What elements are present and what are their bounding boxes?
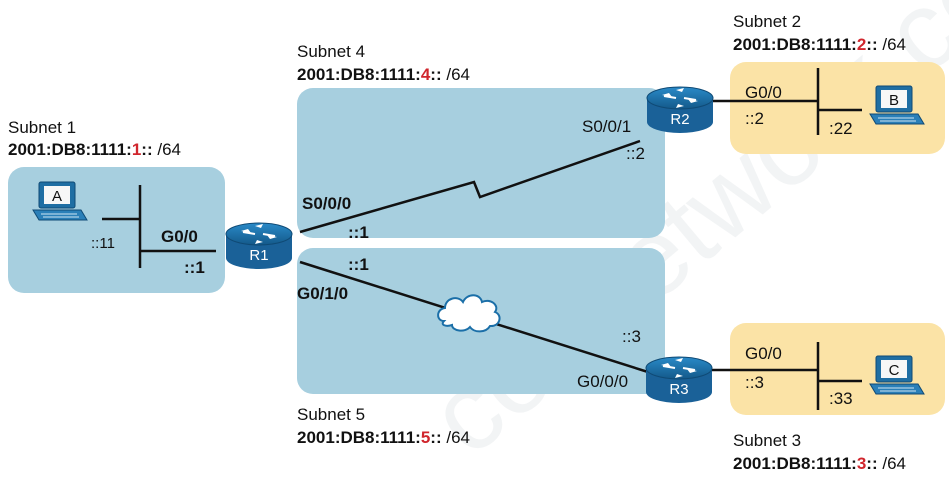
r2-g00-label: G0/0 — [745, 83, 782, 102]
host-a-pc-icon[interactable]: A — [32, 181, 88, 221]
r2-g00-id: ::2 — [745, 109, 764, 128]
subnet1-name: Subnet 1 — [8, 118, 77, 137]
r3-g00-label: G0/0 — [745, 344, 782, 363]
cloud-icon — [437, 294, 501, 333]
r1-s000-id: ::1 — [348, 223, 369, 242]
subnet2-area — [730, 62, 945, 154]
subnet2-prefix: 2001:DB8:1111:2:: /64 — [733, 35, 906, 54]
r3-g000-label: G0/0/0 — [577, 372, 629, 391]
router-r2-label: R2 — [670, 111, 689, 128]
r3-wan-id: ::3 — [622, 327, 641, 346]
host-b-interface-id: :22 — [829, 119, 853, 138]
host-c-interface-id: :33 — [829, 389, 853, 408]
host-a-interface-id: ::11 — [91, 235, 115, 252]
host-c-label: C — [889, 362, 900, 379]
host-b-label: B — [889, 92, 899, 109]
host-c-pc-icon[interactable]: C — [869, 355, 925, 395]
subnet4-prefix: 2001:DB8:1111:4:: /64 — [297, 65, 470, 84]
subnet1-prefix: 2001:DB8:1111:1:: /64 — [8, 140, 181, 159]
router-r1[interactable]: R1 — [225, 222, 293, 270]
subnet5-name: Subnet 5 — [297, 405, 366, 424]
router-r1-label: R1 — [249, 247, 268, 264]
subnet4-area — [297, 88, 665, 238]
router-r3[interactable]: R3 — [645, 356, 713, 404]
r1-g00-label: G0/0 — [161, 227, 198, 246]
subnet4-name: Subnet 4 — [297, 42, 366, 61]
host-a-label: A — [52, 188, 62, 205]
r2-s001-label: S0/0/1 — [582, 117, 632, 136]
router-r3-label: R3 — [669, 381, 688, 398]
subnet5-prefix: 2001:DB8:1111:5:: /64 — [297, 428, 470, 447]
serial-link-r1-r2 — [299, 139, 641, 234]
r1-s000-label: S0/0/0 — [302, 194, 352, 213]
r1-g00-id: ::1 — [184, 258, 205, 277]
r2-s001-id: ::2 — [626, 144, 645, 163]
subnet3-name: Subnet 3 — [733, 431, 802, 450]
subnet2-name: Subnet 2 — [733, 12, 802, 31]
r1-g010-label: G0/1/0 — [297, 284, 349, 303]
router-r2[interactable]: R2 — [646, 86, 714, 134]
host-b-pc-icon[interactable]: B — [869, 85, 925, 125]
subnet3-prefix: 2001:DB8:1111:3:: /64 — [733, 454, 906, 473]
r1-g010-id: ::1 — [348, 255, 369, 274]
r3-g00-id: ::3 — [745, 373, 764, 392]
